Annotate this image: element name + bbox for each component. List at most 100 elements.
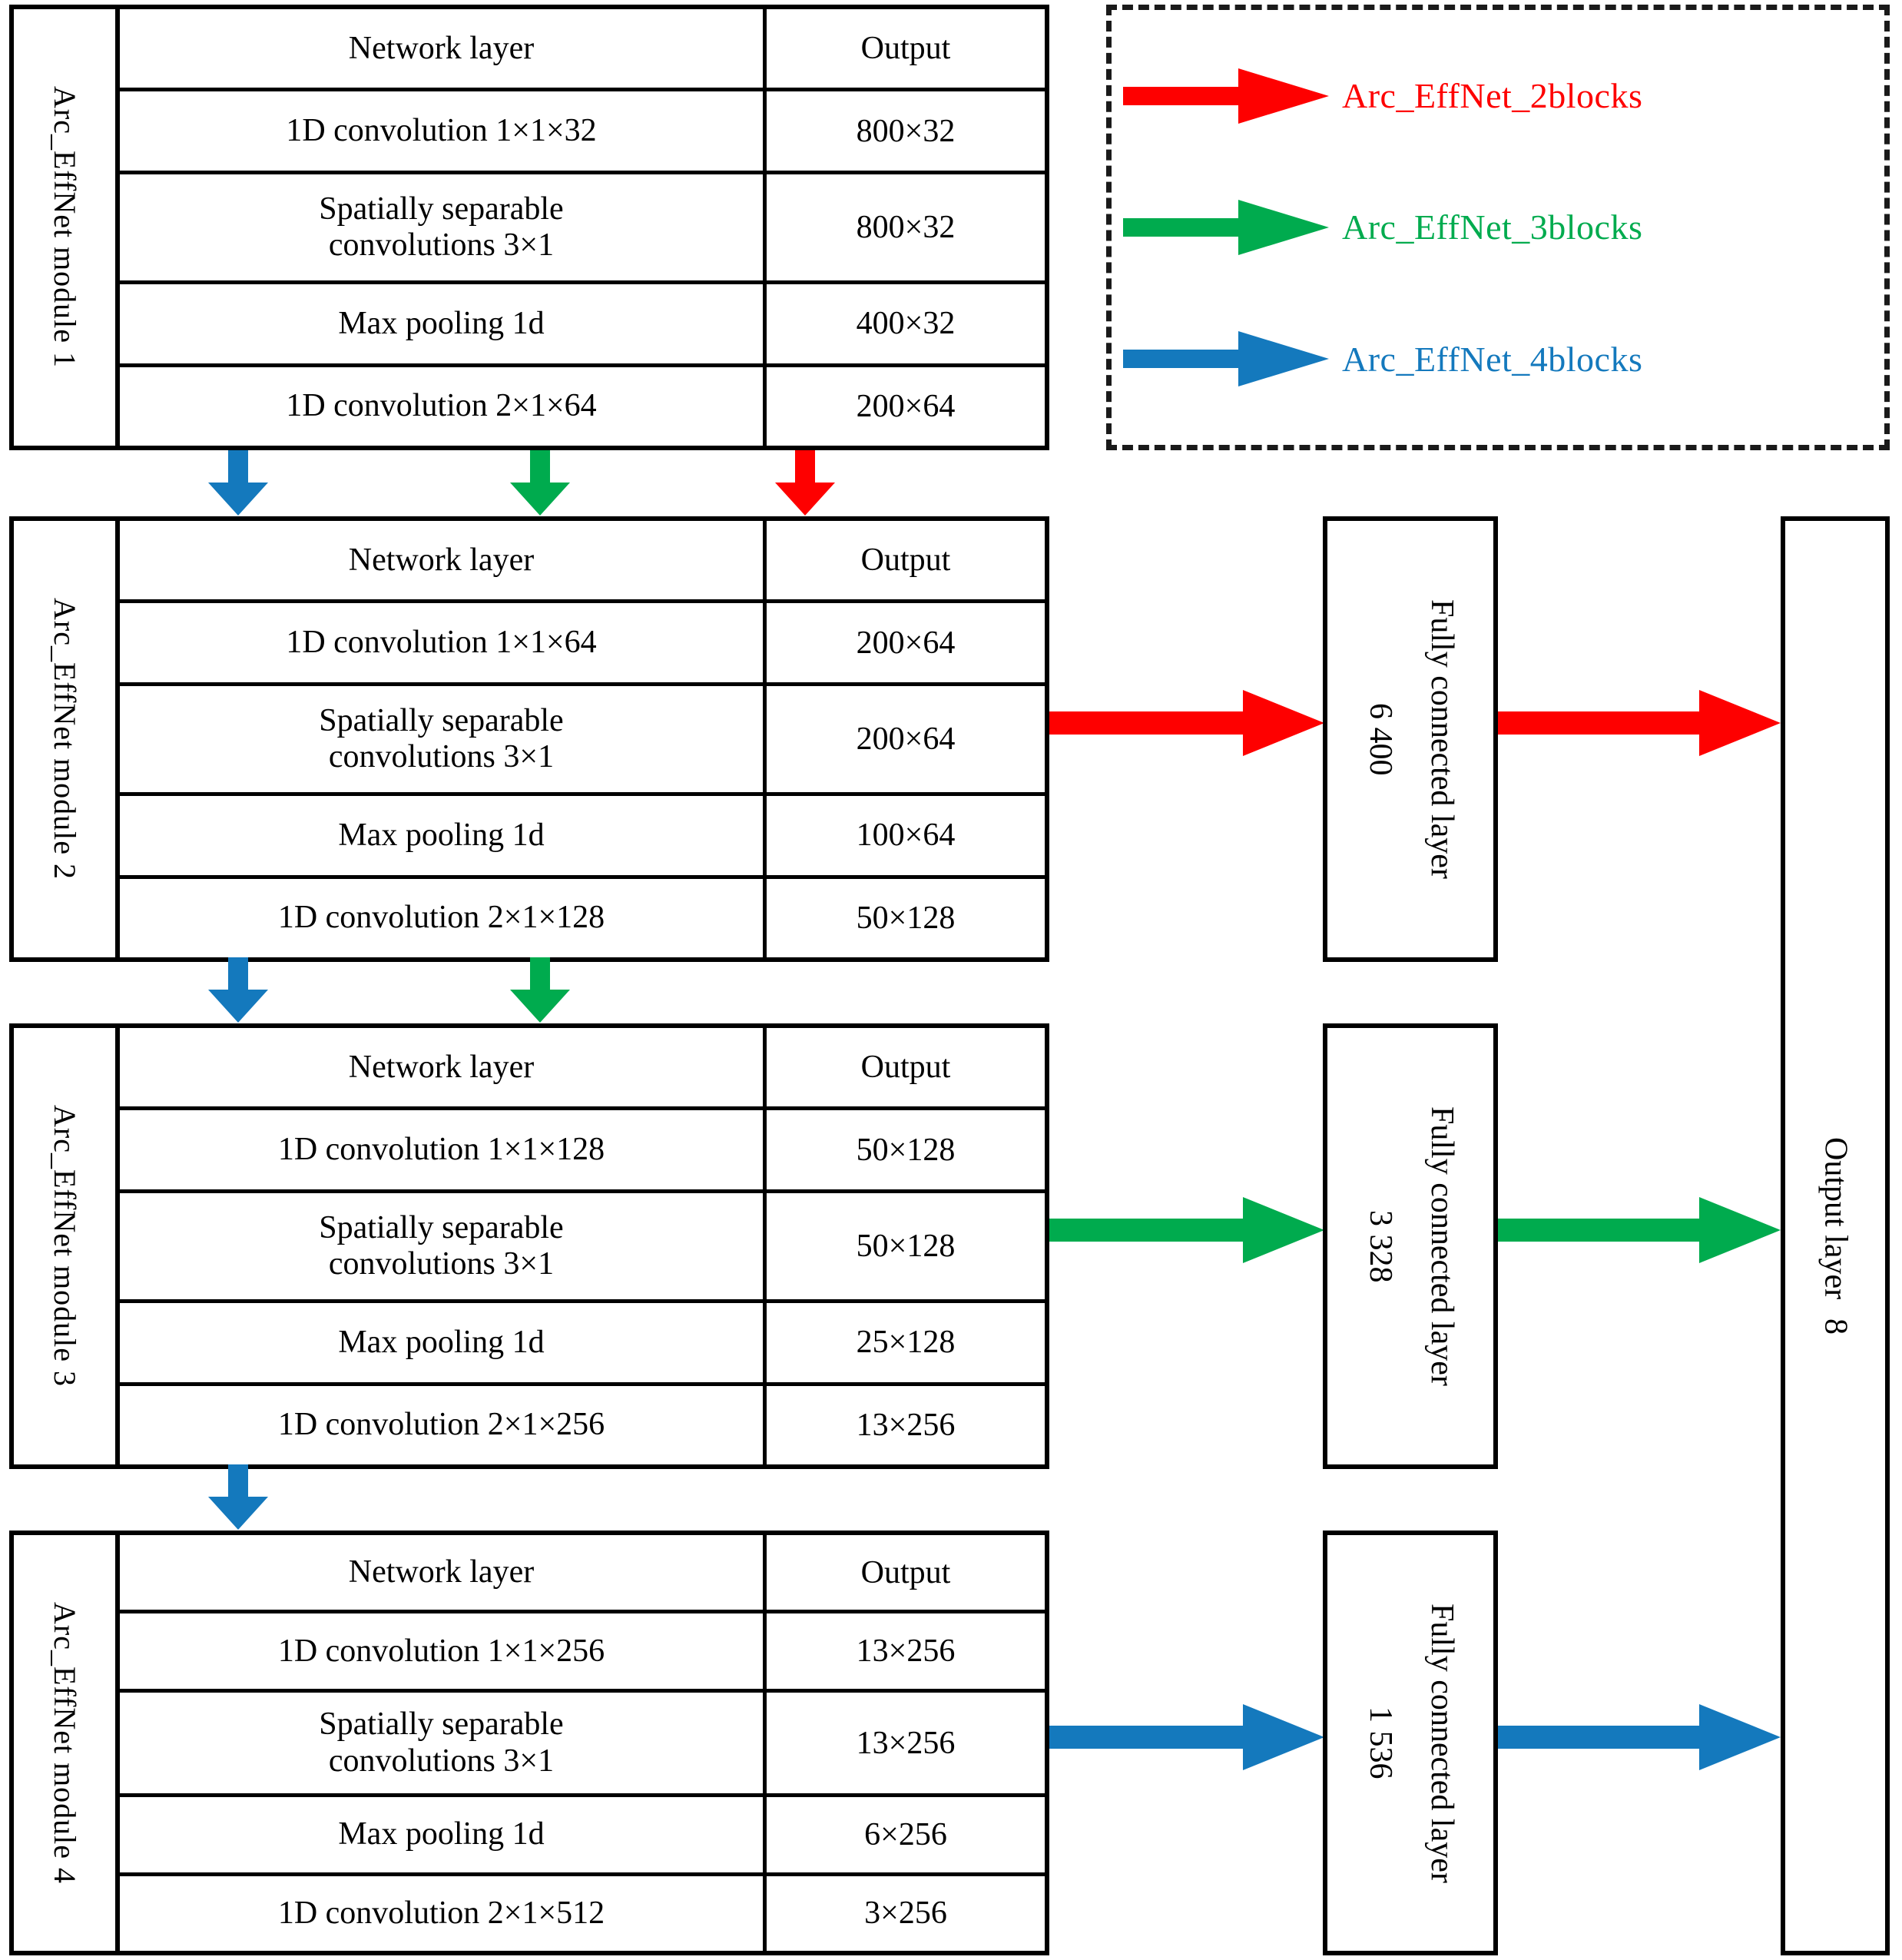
cell-layer: Max pooling 1d [120,284,767,363]
table-row: 1D convolution 1×1×32 800×32 [120,91,1045,174]
table-row: 1D convolution 2×1×64 200×64 [120,366,1045,446]
flow-arrow-right-blue-to-fc [1049,1700,1326,1775]
legend-label: Arc_EffNet_4blocks [1342,339,1643,379]
output-layer-name: Output layer [1818,1137,1854,1300]
header-output: Output [860,1050,951,1086]
output-layer-box: Output layer 8 [1781,516,1890,1955]
table-row: 1D convolution 1×1×128 50×128 [120,1110,1045,1193]
module-card-1: Arc_EffNet module 1 Network layer Output… [9,5,1049,450]
header-network-layer: Network layer [120,521,767,600]
legend-label: Arc_EffNet_3blocks [1342,207,1643,247]
cell-output: 25×128 [856,1325,956,1361]
flow-arrow-down-blue-3 [204,1464,273,1531]
cell-layer: 1D convolution 2×1×256 [120,1385,767,1465]
cell-output: 200×64 [856,625,956,661]
flow-arrow-right-red-to-fc [1049,685,1326,761]
legend-item-3blocks: Arc_EffNet_3blocks [1112,192,1884,263]
fc-label-3: Fully connected layer 1 536 [1349,1603,1472,1883]
table-row: 1D convolution 2×1×256 13×256 [120,1385,1045,1465]
module-title-text-1: Arc_EffNet module 1 [48,86,82,369]
cell-output: 50×128 [856,1132,956,1168]
fully-connected-layer-box-2: Fully connected layer 3 328 [1323,1023,1498,1469]
module-title-text-4: Arc_EffNet module 4 [48,1601,82,1885]
fully-connected-layer-box-1: Fully connected layer 6 400 [1323,516,1498,962]
cell-output: 800×32 [856,210,956,246]
cell-output: 800×32 [856,113,956,149]
table-header-row: Network layer Output [120,1028,1045,1111]
legend-label: Arc_EffNet_2blocks [1342,76,1643,116]
header-output: Output [860,542,951,579]
table-row: 1D convolution 1×1×256 13×256 [120,1613,1045,1693]
table-row: Max pooling 1d 400×32 [120,284,1045,367]
flow-arrow-right-green-to-output [1498,1192,1782,1268]
cell-output: 6×256 [864,1816,947,1852]
module-title-text-3: Arc_EffNet module 3 [48,1105,82,1388]
cell-layer: 1D convolution 2×1×64 [120,366,767,446]
module-title-text-2: Arc_EffNet module 2 [48,598,82,881]
module-table-4: Network layer Output 1D convolution 1×1×… [120,1535,1045,1952]
flow-arrow-down-green-1 [505,450,575,516]
fc-name-2: Fully connected layer [1423,1106,1460,1386]
fc-name-3: Fully connected layer [1423,1603,1460,1883]
cell-output: 200×64 [856,388,956,424]
legend-item-4blocks: Arc_EffNet_4blocks [1112,323,1884,394]
fc-name-1: Fully connected layer [1423,599,1460,879]
table-row: Max pooling 1d 25×128 [120,1303,1045,1386]
flow-arrow-down-blue-2 [204,957,273,1023]
module-table-1: Network layer Output 1D convolution 1×1×… [120,9,1045,446]
header-network-layer: Network layer [120,1028,767,1107]
cell-layer: 1D convolution 1×1×32 [120,91,767,171]
cell-layer: Max pooling 1d [120,1303,767,1382]
legend-box: Arc_EffNet_2blocks Arc_EffNet_3blocks Ar… [1106,5,1890,450]
table-header-row: Network layer Output [120,1535,1045,1614]
table-row: 1D convolution 2×1×128 50×128 [120,878,1045,958]
cell-output: 50×128 [856,900,956,936]
cell-output: 200×64 [856,721,956,758]
module-card-4: Arc_EffNet module 4 Network layer Output… [9,1531,1049,1955]
module-table-2: Network layer Output 1D convolution 1×1×… [120,521,1045,958]
cell-layer: Max pooling 1d [120,796,767,875]
cell-output: 400×32 [856,306,956,342]
cell-output: 3×256 [864,1895,947,1932]
flow-arrow-right-blue-to-output [1498,1700,1782,1775]
right-arrow-icon [1112,65,1342,127]
module-title-3: Arc_EffNet module 3 [14,1028,120,1464]
cell-layer: 1D convolution 2×1×128 [120,878,767,958]
flow-arrow-right-green-to-fc [1049,1192,1326,1268]
module-title-4: Arc_EffNet module 4 [14,1535,120,1951]
table-header-row: Network layer Output [120,521,1045,604]
fc-label-2: Fully connected layer 3 328 [1349,1106,1472,1386]
flow-arrow-right-red-to-output [1498,685,1782,761]
table-row: 1D convolution 2×1×512 3×256 [120,1875,1045,1952]
fully-connected-layer-box-3: Fully connected layer 1 536 [1323,1531,1498,1955]
cell-output: 13×256 [856,1407,956,1443]
header-network-layer: Network layer [120,9,767,88]
cell-output: 13×256 [856,1633,956,1670]
output-layer-units: 8 [1818,1318,1854,1335]
flow-arrow-down-blue-1 [204,450,273,516]
fc-units-2: 3 328 [1363,1209,1398,1283]
table-row: 1D convolution 1×1×64 200×64 [120,603,1045,686]
header-output: Output [860,31,951,67]
module-title-1: Arc_EffNet module 1 [14,9,120,446]
fc-units-1: 6 400 [1363,702,1398,776]
fc-label-1: Fully connected layer 6 400 [1349,599,1472,879]
cell-layer: 1D convolution 1×1×256 [120,1613,767,1689]
cell-layer: Max pooling 1d [120,1797,767,1872]
module-card-2: Arc_EffNet module 2 Network layer Output… [9,516,1049,962]
flow-arrow-down-green-2 [505,957,575,1023]
cell-output: 13×256 [856,1725,956,1761]
cell-layer: 1D convolution 1×1×128 [120,1110,767,1189]
table-row: Max pooling 1d 100×64 [120,796,1045,879]
cell-layer: 1D convolution 1×1×64 [120,603,767,682]
module-title-2: Arc_EffNet module 2 [14,521,120,957]
header-output: Output [860,1554,951,1590]
fc-units-3: 1 536 [1363,1706,1398,1779]
